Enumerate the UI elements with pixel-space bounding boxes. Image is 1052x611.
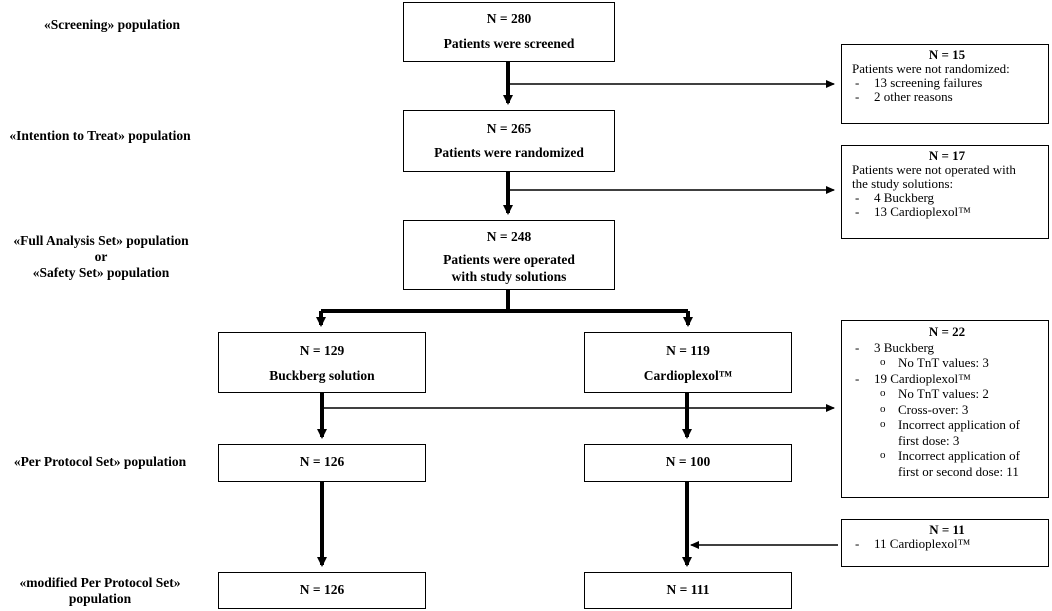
- mpps-line2: population: [68, 591, 132, 606]
- list-item-cardioplexol: 19 Cardioplexol™: [852, 371, 1042, 387]
- list-item-buckberg: 3 Buckberg: [852, 340, 1042, 356]
- sub-item-continuation: first or second dose: 11: [898, 463, 1019, 479]
- mpps-cardioplexol-n: N = 111: [666, 582, 710, 597]
- mpps-buckberg-n: N = 126: [299, 582, 345, 597]
- not-randomized-title: Patients were not randomized:: [852, 61, 1010, 76]
- not-operated-n: N = 17: [928, 148, 966, 163]
- operated-text-line2: with study solutions: [451, 269, 567, 284]
- box-buckberg: N = 129 Buckberg solution: [218, 332, 426, 393]
- box-pps-cardioplexol: N = 100: [584, 444, 792, 482]
- sub-item: No TnT values: 2: [852, 386, 1042, 402]
- box-not-operated: N = 17 Patients were not operated with t…: [841, 145, 1049, 239]
- randomized-text: Patients were randomized: [434, 145, 584, 160]
- not-randomized-n: N = 15: [928, 47, 966, 62]
- box-operated: N = 248 Patients were operated with stud…: [403, 220, 615, 290]
- list-item: 4 Buckberg: [852, 191, 1042, 206]
- sub-item: Incorrect application of: [852, 448, 1042, 464]
- pps-cardioplexol-n: N = 100: [665, 454, 711, 469]
- sub-item: No TnT values: 3: [852, 355, 1042, 371]
- pps-buckberg-n: N = 126: [299, 454, 345, 469]
- screened-n: N = 280: [486, 11, 532, 26]
- label-mpps-population: «modified Per Protocol Set» population: [5, 575, 195, 607]
- not-operated-title-line2: the study solutions:: [852, 176, 954, 191]
- box-pps-buckberg: N = 126: [218, 444, 426, 482]
- buckberg-text: Buckberg solution: [269, 368, 375, 383]
- sub-item: Cross-over: 3: [852, 402, 1042, 418]
- label-fas-population: «Full Analysis Set» population or «Safet…: [5, 233, 197, 281]
- fas-line3: «Safety Set» population: [32, 265, 170, 280]
- box-mpps-buckberg: N = 126: [218, 572, 426, 609]
- readded-list: 11 Cardioplexol™: [852, 537, 1042, 552]
- list-item: 13 Cardioplexol™: [852, 205, 1042, 220]
- sub-item-continuation: first dose: 3: [898, 432, 960, 448]
- mpps-line1: «modified Per Protocol Set»: [19, 575, 181, 590]
- box-screened: N = 280 Patients were screened: [403, 2, 615, 62]
- fas-line1: «Full Analysis Set» population: [13, 233, 189, 248]
- fas-or: or: [94, 249, 108, 264]
- buckberg-n: N = 129: [299, 343, 345, 358]
- box-readded: N = 11 11 Cardioplexol™: [841, 519, 1049, 567]
- label-pps-population: «Per Protocol Set» population: [13, 454, 187, 469]
- box-protocol-deviations: N = 22 3 Buckberg No TnT values: 3 19 Ca…: [841, 320, 1049, 498]
- protocol-deviations-list: 3 Buckberg No TnT values: 3 19 Cardiople…: [852, 340, 1042, 480]
- label-itt-population: «Intention to Treat» population: [9, 128, 191, 143]
- label-screening-population: «Screening» population: [44, 17, 180, 32]
- screened-text: Patients were screened: [443, 36, 575, 51]
- box-not-randomized: N = 15 Patients were not randomized: 13 …: [841, 44, 1049, 124]
- operated-text-line1: Patients were operated: [443, 252, 575, 267]
- not-operated-title-line1: Patients were not operated with: [852, 162, 1016, 177]
- cardioplexol-text: Cardioplexol™: [643, 368, 733, 383]
- list-item: 11 Cardioplexol™: [852, 537, 1042, 552]
- cardioplexol-n: N = 119: [666, 343, 710, 358]
- not-operated-list: 4 Buckberg 13 Cardioplexol™: [852, 191, 1042, 220]
- box-cardioplexol: N = 119 Cardioplexol™: [584, 332, 792, 393]
- not-randomized-list: 13 screening failures 2 other reasons: [852, 76, 1042, 105]
- operated-n: N = 248: [486, 229, 532, 244]
- randomized-n: N = 265: [486, 121, 532, 136]
- box-randomized: N = 265 Patients were randomized: [403, 110, 615, 172]
- list-item: 2 other reasons: [852, 90, 1042, 105]
- box-mpps-cardioplexol: N = 111: [584, 572, 792, 609]
- protocol-deviations-n: N = 22: [928, 324, 966, 339]
- sub-item: Incorrect application of: [852, 417, 1042, 433]
- readded-n: N = 11: [929, 522, 965, 537]
- list-item: 13 screening failures: [852, 76, 1042, 91]
